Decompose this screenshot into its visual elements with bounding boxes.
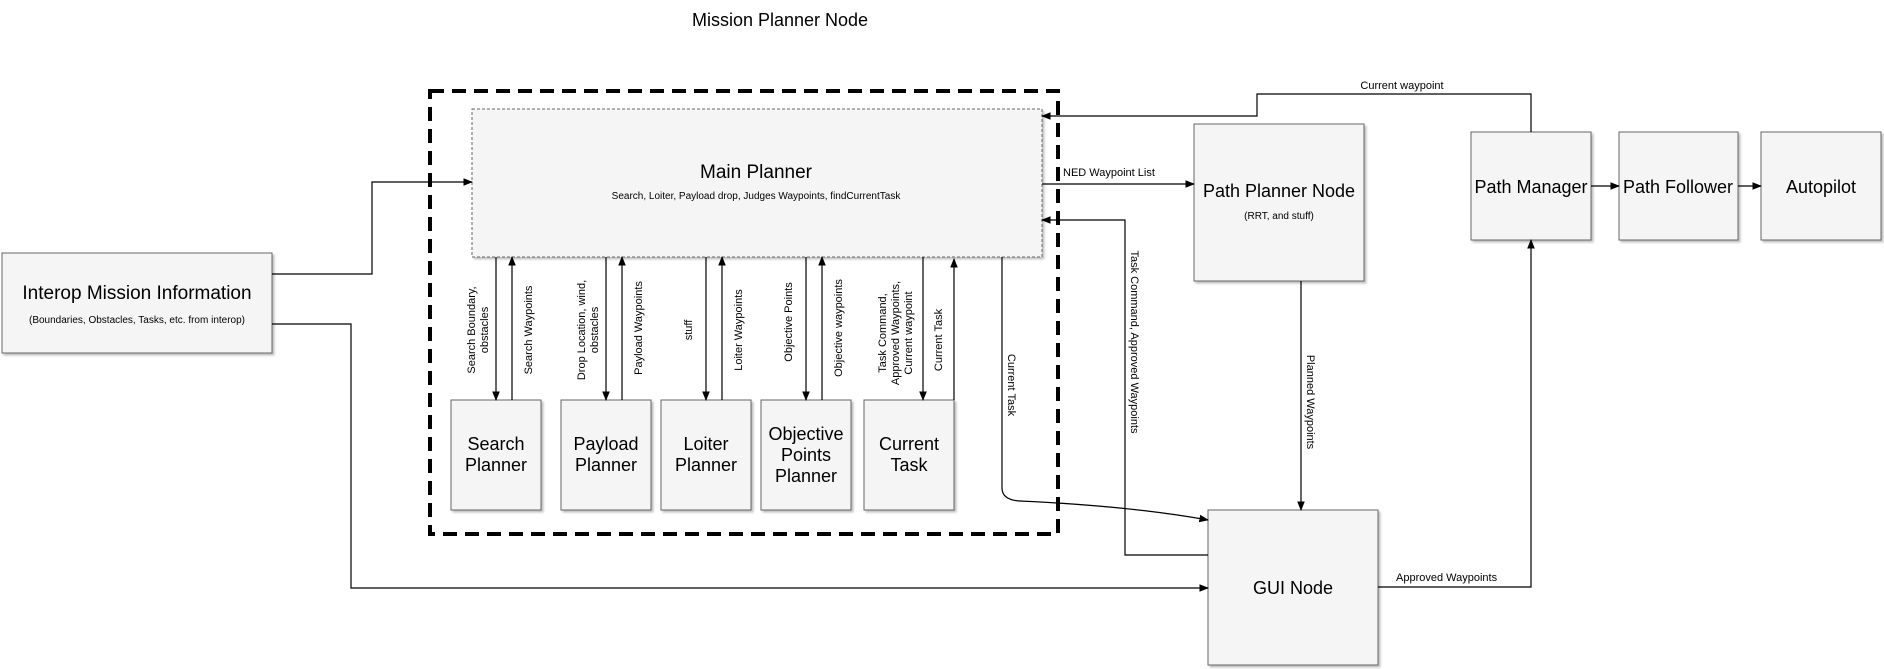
search-planner-line1: Search (467, 434, 524, 454)
gui-node[interactable]: GUI Node (1207, 509, 1379, 666)
label-payload-down-2: obstacles (589, 306, 601, 353)
main-planner-node[interactable]: Main Planner Search, Loiter, Payload dro… (471, 108, 1043, 258)
arrow-approved (1378, 239, 1535, 588)
path-manager-label: Path Manager (1474, 177, 1587, 197)
label-task-down-1: Task Command, (877, 293, 889, 372)
interop-node[interactable]: Interop Mission Information (Boundaries,… (1, 252, 273, 354)
main-planner-sublabel: Search, Loiter, Payload drop, Judges Way… (612, 191, 902, 202)
arrow-interop-to-gui (272, 323, 1209, 592)
loiter-planner-line1: Loiter (683, 434, 728, 454)
label-loiter-down: stuff (683, 319, 695, 341)
path-manager-node[interactable]: Path Manager (1470, 131, 1592, 241)
arrow-main-to-gui (1001, 257, 1209, 523)
diagram-title: Mission Planner Node (692, 10, 868, 30)
search-planner-node[interactable]: Search Planner (450, 399, 542, 511)
interop-sublabel: (Boundaries, Obstacles, Tasks, etc. from… (29, 315, 245, 326)
main-planner-label: Main Planner (700, 162, 813, 183)
objective-planner-node[interactable]: Objective Points Planner (760, 399, 852, 511)
path-follower-node[interactable]: Path Follower (1618, 131, 1739, 241)
label-loiter-up: Loiter Waypoints (733, 289, 745, 371)
autopilot-label: Autopilot (1786, 177, 1856, 197)
path-follower-label: Path Follower (1623, 177, 1733, 197)
loiter-planner-line2: Planner (675, 455, 737, 475)
path-planner-sublabel: (RRT, and stuff) (1244, 211, 1314, 222)
arrow-gui-to-main (1041, 216, 1208, 556)
path-planner-label: Path Planner Node (1203, 181, 1355, 201)
loiter-planner-node[interactable]: Loiter Planner (660, 399, 752, 511)
interop-label: Interop Mission Information (22, 283, 251, 304)
label-ned: NED Waypoint List (1063, 167, 1155, 179)
payload-planner-line2: Planner (575, 455, 637, 475)
search-planner-line2: Planner (465, 455, 527, 475)
label-gui-to-main: Task Command, Approved Waypoints (1128, 250, 1140, 434)
label-task-down-3: Current waypoint (903, 291, 915, 374)
label-task-up: Current Task (933, 308, 945, 371)
arrow-current-waypoint (1041, 93, 1532, 132)
label-payload-down-1: Drop Location, wind, (576, 280, 588, 380)
label-search-down-2: obstacles (479, 306, 491, 353)
path-planner-node[interactable]: Path Planner Node (RRT, and stuff) (1193, 123, 1365, 282)
payload-planner-line1: Payload (573, 434, 638, 454)
current-task-line2: Task (890, 455, 928, 475)
label-planned: Planned Waypoints (1304, 355, 1316, 450)
mission-planner-boundary (428, 89, 1060, 536)
current-task-line1: Current (879, 434, 939, 454)
label-search-up: Search Waypoints (523, 285, 535, 374)
label-approved: Approved Waypoints (1396, 572, 1498, 584)
arrow-interop-to-main (272, 178, 473, 275)
label-task-down-2: Approved Waypoints, (890, 281, 902, 385)
label-main-to-gui: Current Task (1005, 354, 1017, 417)
label-current-waypoint: Current waypoint (1360, 80, 1443, 92)
gui-label: GUI Node (1253, 578, 1333, 598)
objective-planner-line2: Points (781, 445, 831, 465)
autopilot-node[interactable]: Autopilot (1760, 131, 1882, 241)
payload-planner-node[interactable]: Payload Planner (560, 399, 652, 511)
objective-planner-line1: Objective (768, 424, 843, 444)
label-search-down-1: Search Boundary, (466, 286, 478, 373)
objective-planner-line3: Planner (775, 466, 837, 486)
label-payload-up: Payload Waypoints (633, 281, 645, 375)
label-objective-up: Objective waypoints (833, 279, 845, 377)
current-task-node[interactable]: Current Task (863, 399, 955, 511)
label-objective-down: Objective Points (783, 282, 795, 362)
